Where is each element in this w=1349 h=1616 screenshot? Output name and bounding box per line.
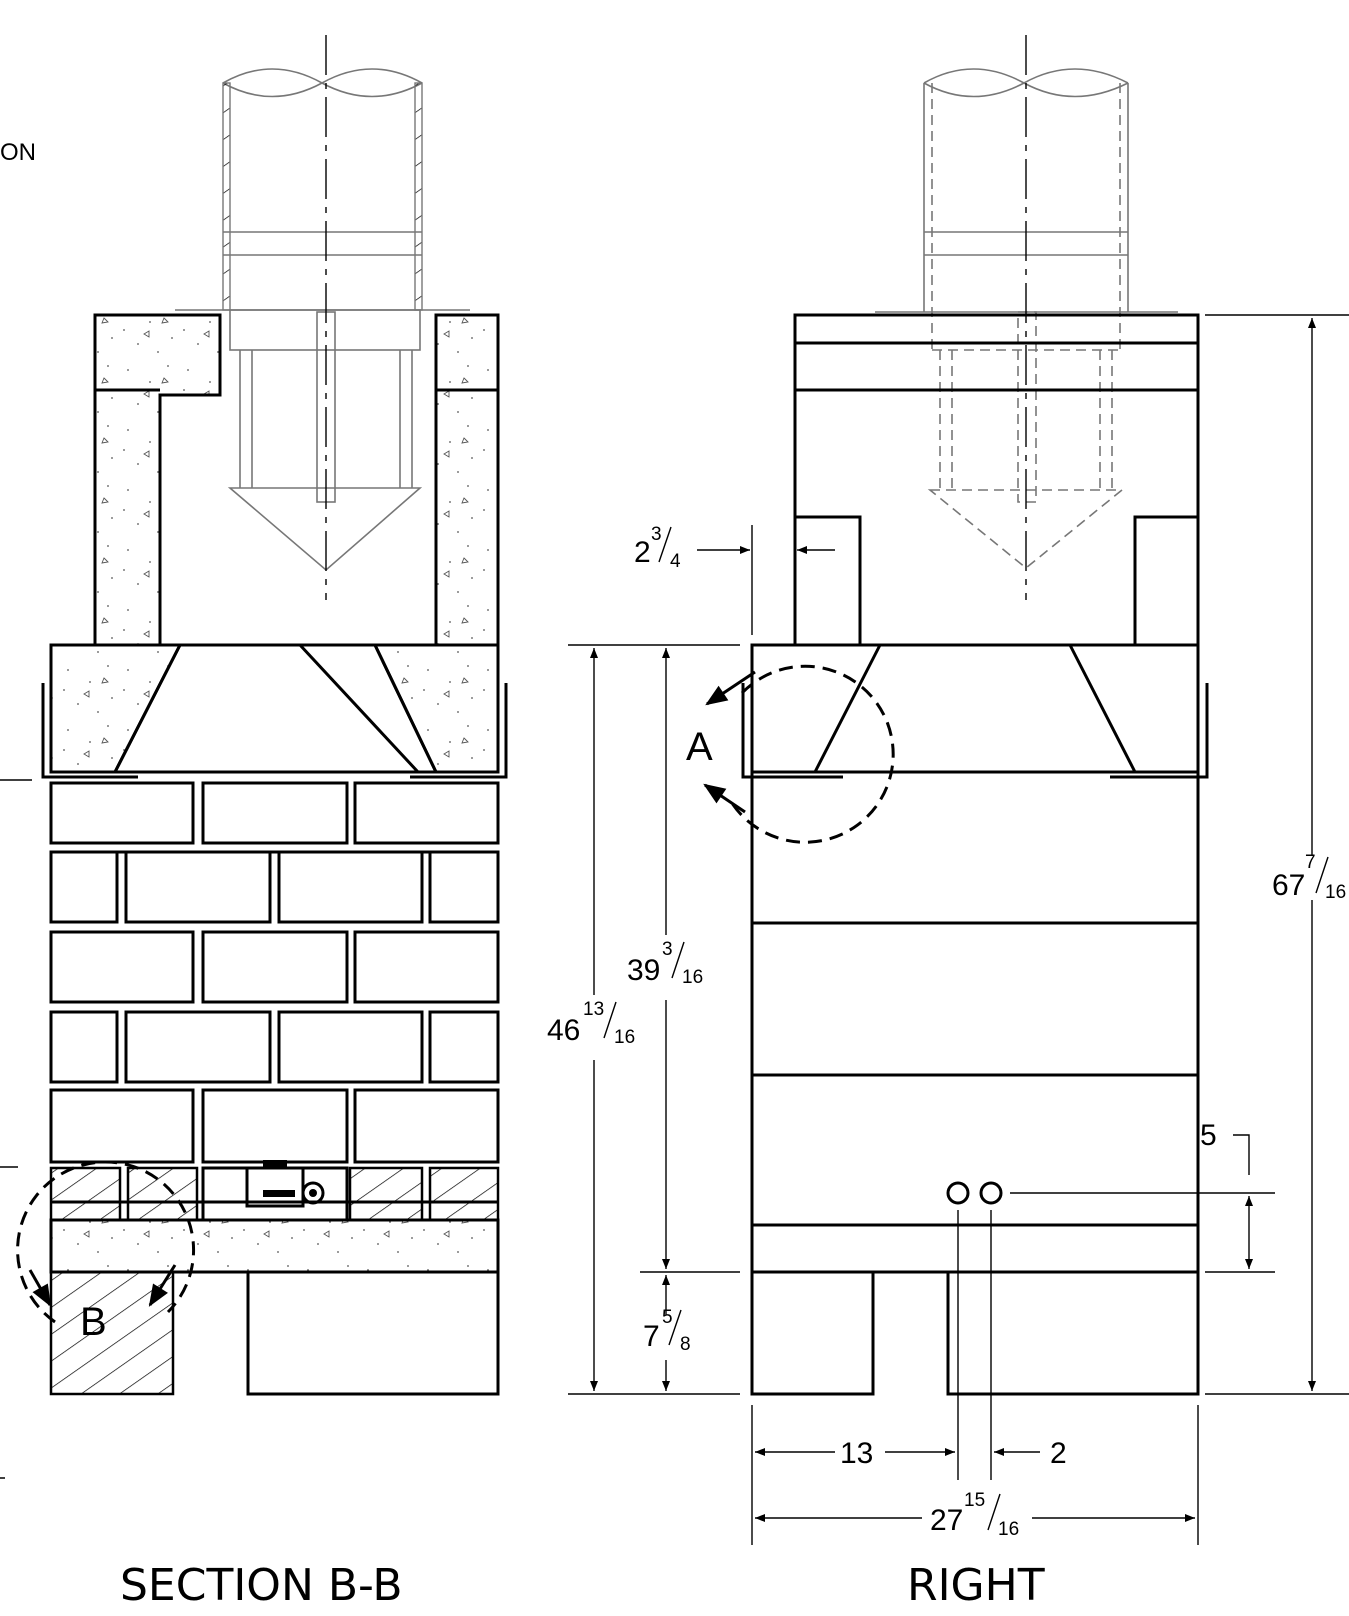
section-view: B ON SECTION B-B: [0, 35, 508, 1611]
svg-text:15: 15: [964, 1490, 985, 1511]
svg-text:8: 8: [680, 1334, 691, 1355]
drain-hole-1: [946, 1181, 970, 1205]
dim-hole-height: 5: [1200, 1119, 1217, 1152]
right-title: RIGHT: [907, 1560, 1045, 1611]
right-pipe: [875, 68, 1178, 570]
dim-lower-height: 46 13 16: [547, 999, 635, 1048]
svg-text:3: 3: [651, 524, 662, 545]
detail-a-callout: A: [686, 664, 895, 844]
detail-b-callout: B: [16, 1160, 196, 1344]
svg-text:16: 16: [682, 967, 703, 988]
svg-text:3: 3: [662, 939, 673, 960]
svg-text:16: 16: [998, 1519, 1019, 1540]
section-footing: [49, 1218, 500, 1396]
dim-overall-width: 27 15 16: [930, 1490, 1019, 1540]
svg-text:39: 39: [627, 954, 660, 987]
svg-text:5: 5: [662, 1307, 673, 1328]
svg-text:13: 13: [583, 999, 604, 1020]
drain-hole-2: [979, 1181, 1003, 1205]
svg-text:4: 4: [670, 551, 681, 572]
dim-hole-spacing: 2: [1050, 1437, 1067, 1470]
dim-overall-height: 67 7 16: [1272, 852, 1346, 903]
dim-wall-offset: 2 3 4: [634, 524, 681, 572]
section-title: SECTION B-B: [120, 1560, 403, 1611]
detail-b-label: B: [80, 1300, 107, 1344]
right-slab: [741, 643, 1209, 779]
section-brick-wall: [49, 781, 500, 1164]
svg-text:2: 2: [634, 536, 651, 569]
svg-text:67: 67: [1272, 869, 1305, 902]
svg-text:16: 16: [614, 1027, 635, 1048]
section-hatched-course: [0, 1160, 500, 1222]
dim-mid-height: 39 3 16: [627, 939, 703, 988]
svg-text:7: 7: [1305, 852, 1316, 873]
right-upper: [793, 313, 1200, 647]
section-pipe: [175, 68, 470, 572]
dim-base-height: 7 5 8: [643, 1307, 691, 1355]
dim-hole-offset: 13: [840, 1437, 873, 1470]
partial-view-label: ON: [0, 139, 36, 166]
svg-text:16: 16: [1325, 882, 1346, 903]
dimensions: 67 7 16 46 13 16 39 3 16 7 5 8: [547, 314, 1349, 1545]
right-view: A RIGHT: [686, 35, 1209, 1611]
detail-a-label: A: [686, 725, 713, 769]
svg-text:46: 46: [547, 1014, 580, 1047]
section-upper-walls: [93, 313, 500, 647]
right-body: [750, 770, 1200, 1396]
section-slab: [0, 643, 508, 781]
svg-text:27: 27: [930, 1504, 963, 1537]
svg-text:7: 7: [643, 1320, 660, 1353]
